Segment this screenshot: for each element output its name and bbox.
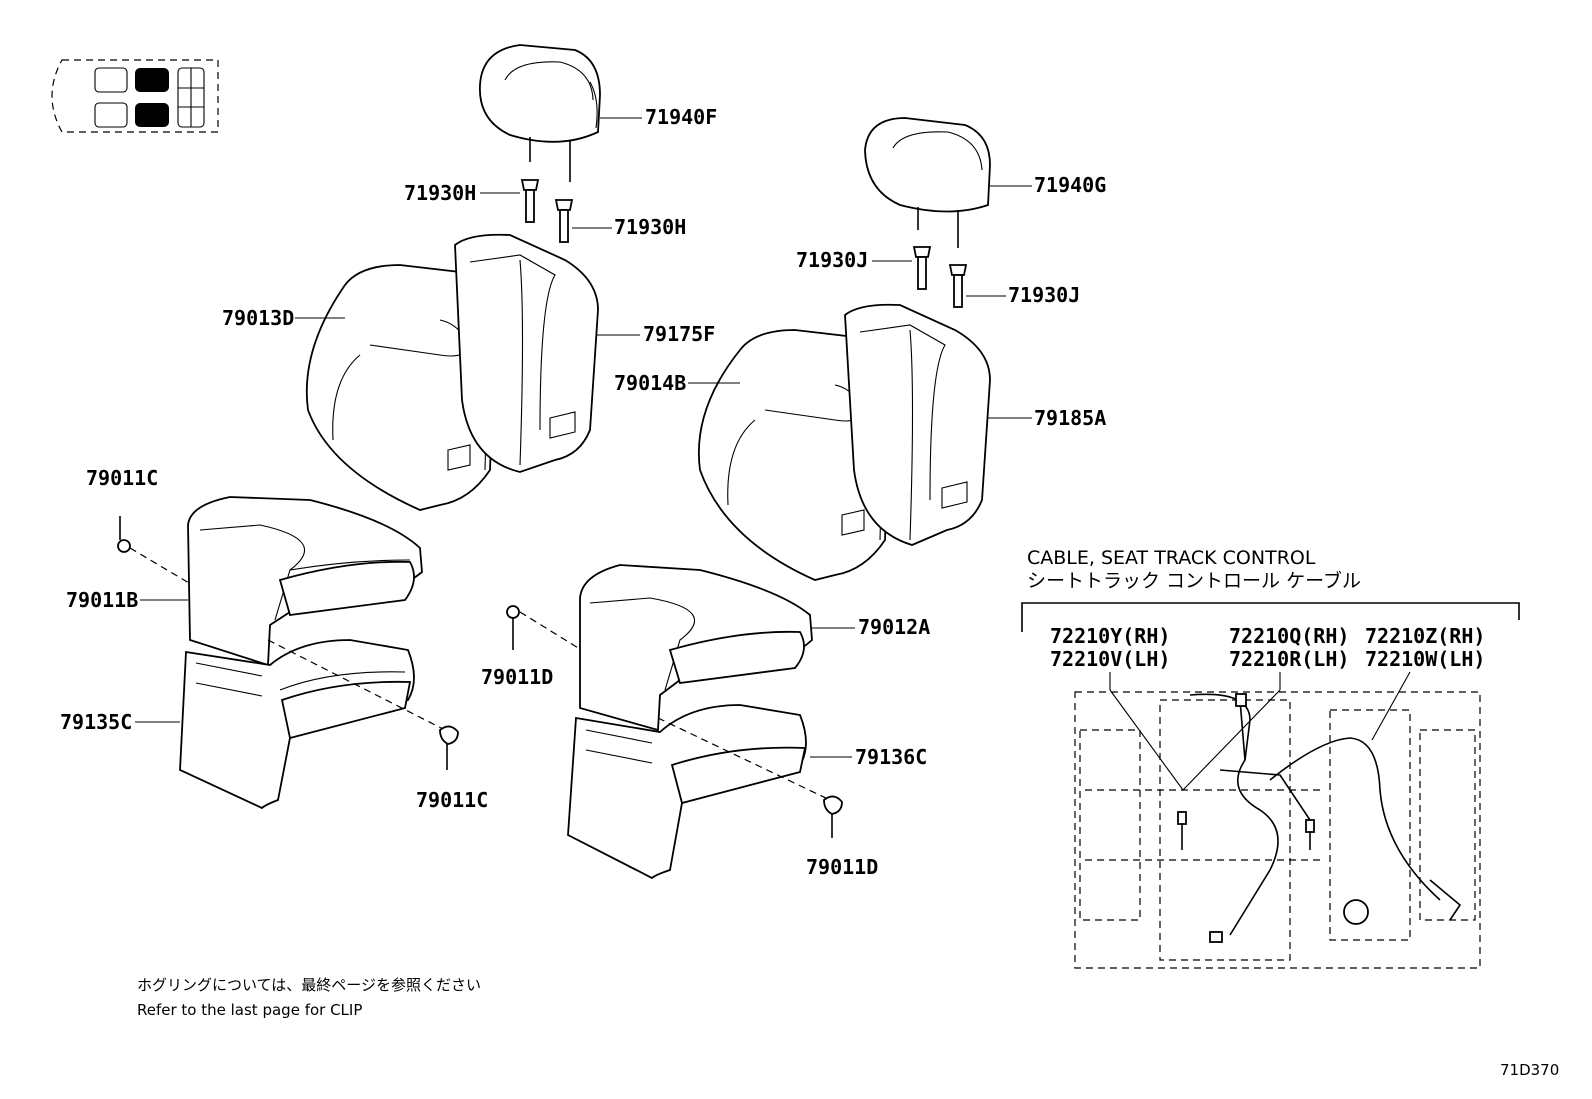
label-79175F: 79175F bbox=[643, 322, 715, 346]
label-71930J-b: 71930J bbox=[1008, 283, 1080, 307]
label-71930H-a: 71930H bbox=[404, 181, 476, 205]
label-72210R: 72210R(LH) bbox=[1229, 647, 1349, 671]
label-79013D: 79013D bbox=[222, 306, 294, 330]
label-72210Y: 72210Y(RH) bbox=[1050, 624, 1170, 648]
headrest-71940F-drawing bbox=[479, 44, 601, 182]
label-79011B: 79011B bbox=[66, 588, 138, 612]
label-79136C: 79136C bbox=[855, 745, 927, 769]
label-79014B: 79014B bbox=[614, 371, 686, 395]
headrest-71940G-drawing bbox=[864, 117, 991, 248]
label-72210Q: 72210Q(RH) bbox=[1229, 624, 1349, 648]
seatback-pad-79185A-drawing bbox=[844, 303, 991, 546]
label-79011D-b: 79011D bbox=[806, 855, 878, 879]
clip-79011C-bottom bbox=[439, 725, 459, 770]
seat-cushion-pad-79136C-drawing bbox=[567, 704, 807, 880]
seat-cushion-cover-79012A-drawing bbox=[579, 564, 813, 732]
vehicle-locator-icon bbox=[51, 59, 219, 133]
clip-79011D-top bbox=[506, 605, 520, 650]
label-79185A: 79185A bbox=[1034, 406, 1106, 430]
label-71930J-a: 71930J bbox=[796, 248, 868, 272]
label-72210V: 72210V(LH) bbox=[1050, 647, 1170, 671]
headrest-guide-71930J bbox=[912, 246, 968, 308]
label-79012A: 79012A bbox=[858, 615, 930, 639]
cable-title-en: CABLE, SEAT TRACK CONTROL bbox=[1027, 547, 1316, 569]
headrest-guide-71930H bbox=[520, 179, 574, 243]
label-79011C-b: 79011C bbox=[416, 788, 488, 812]
seat-cushion-cover-79011B-drawing bbox=[187, 496, 423, 667]
clip-note-jp: ホグリングについては、最終ページを参照ください bbox=[137, 976, 481, 994]
seatback-cover-79014B-drawing bbox=[697, 329, 891, 581]
cable-title-jp: シートトラック コントロール ケーブル bbox=[1027, 569, 1361, 592]
clip-79011D-bottom bbox=[823, 795, 843, 838]
figure-code: 71D370 bbox=[1500, 1061, 1559, 1079]
seat-track-cable-layout-drawing bbox=[1074, 691, 1481, 969]
seat-cushion-pad-79135C-drawing bbox=[179, 639, 415, 810]
label-79011C-a: 79011C bbox=[86, 466, 158, 490]
seatback-pad-79175F-drawing bbox=[454, 233, 599, 473]
label-71940G: 71940G bbox=[1034, 173, 1106, 197]
label-72210W: 72210W(LH) bbox=[1365, 647, 1485, 671]
label-71940F: 71940F bbox=[645, 105, 717, 129]
clip-note-en: Refer to the last page for CLIP bbox=[137, 1001, 362, 1019]
label-71930H-b: 71930H bbox=[614, 215, 686, 239]
clip-79011C-top bbox=[117, 516, 131, 553]
label-79011D-a: 79011D bbox=[481, 665, 553, 689]
label-72210Z: 72210Z(RH) bbox=[1365, 624, 1485, 648]
label-79135C: 79135C bbox=[60, 710, 132, 734]
